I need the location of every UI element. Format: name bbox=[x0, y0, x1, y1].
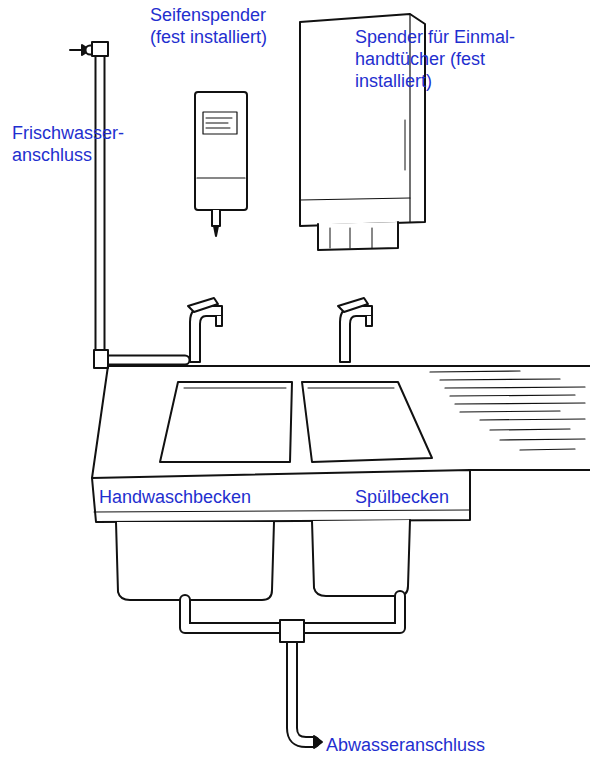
sink-unit bbox=[92, 366, 590, 600]
counter-hatching bbox=[430, 371, 585, 450]
connection-label: Frischwasser- anschluss bbox=[12, 122, 152, 166]
faucet-right bbox=[338, 298, 372, 362]
dispenser-label: Spender für Einmal- handtücher (fest ins… bbox=[355, 26, 560, 92]
fresh-water-pipe bbox=[90, 42, 185, 368]
basin-label: Spülbecken bbox=[352, 486, 452, 508]
connection-label: Abwasseranschluss bbox=[326, 734, 485, 756]
faucet-left bbox=[188, 298, 222, 362]
drain-pipes bbox=[185, 596, 400, 748]
soap-dispenser bbox=[195, 92, 247, 236]
dispenser-label: Seifenspender (fest installiert) bbox=[150, 4, 300, 48]
basin-label: Handwaschbecken bbox=[96, 486, 254, 508]
